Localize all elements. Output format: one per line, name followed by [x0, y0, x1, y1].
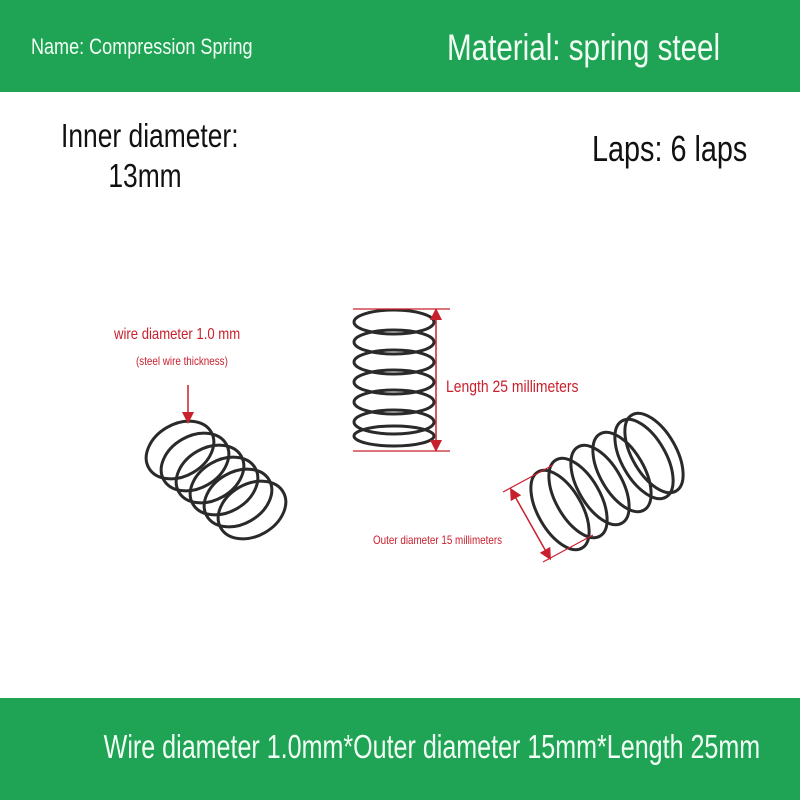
product-name: Name: Compression Spring [31, 34, 253, 59]
spec-summary-text: Wire diameter 1.0mm*Outer diameter 15mm*… [103, 728, 761, 765]
material-label: Material: spring steel [447, 27, 721, 68]
left-spring-icon [144, 419, 288, 541]
inner-diameter-spec: Inner diameter: 13mm [40, 116, 250, 196]
spec-summary: Wire diameter 1.0mm*Outer diameter 15mm*… [0, 728, 800, 766]
outer-diameter-annotation: Outer diameter 15 millimeters [373, 533, 503, 547]
outer-diameter-arrow [510, 487, 551, 561]
wire-diameter-annotation: wire diameter 1.0 mm [114, 326, 241, 343]
laps-spec: Laps: 6 laps [592, 128, 748, 169]
right-spring-icon [529, 411, 685, 552]
top-banner: Name: Compression Spring Material: sprin… [0, 0, 800, 92]
inner-diameter-value: 13mm [108, 157, 182, 194]
bottom-banner: Wire diameter 1.0mm*Outer diameter 15mm*… [0, 698, 800, 800]
length-annotation: Length 25 millimeters [446, 377, 579, 396]
center-spring-icon [352, 308, 436, 448]
wire-diameter-subnote: (steel wire thickness) [136, 354, 228, 368]
inner-diameter-label: Inner diameter: [61, 117, 239, 154]
